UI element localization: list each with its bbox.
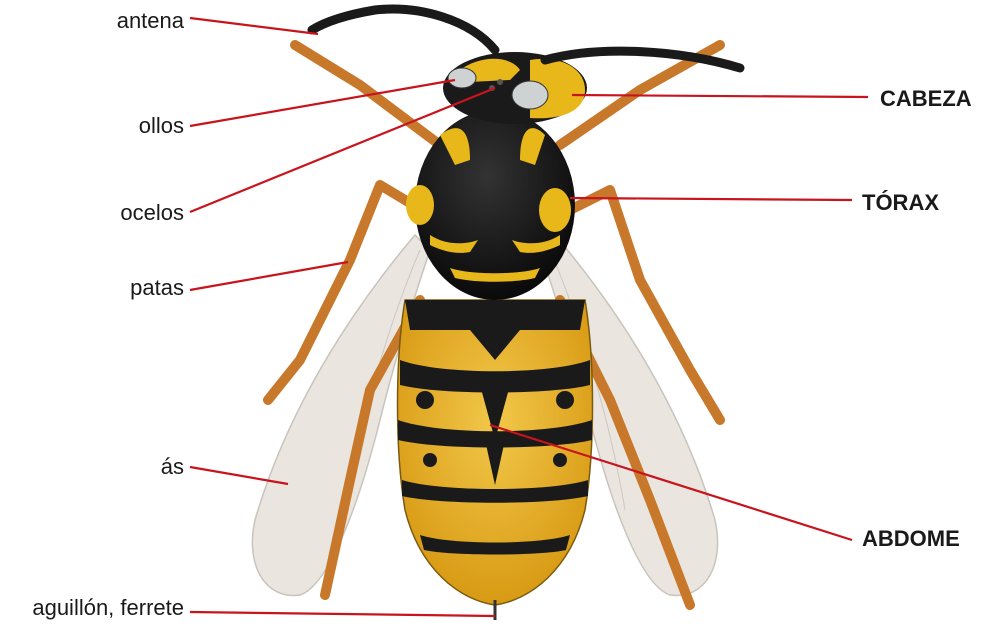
label-cabeza: CABEZA bbox=[880, 88, 972, 110]
leader-ollos bbox=[190, 80, 455, 126]
head bbox=[443, 52, 587, 124]
label-aguillon-ferrete: aguillón, ferrete bbox=[32, 597, 184, 619]
leader-patas bbox=[190, 262, 348, 290]
label-ollos: ollos bbox=[139, 115, 184, 137]
label-patas: patas bbox=[130, 277, 184, 299]
label-torax: TÓRAX bbox=[862, 192, 939, 214]
label-as: ás bbox=[161, 456, 184, 478]
leader-aguillon bbox=[190, 612, 495, 616]
label-antena: antena bbox=[117, 10, 184, 32]
label-ocelos: ocelos bbox=[120, 202, 184, 224]
label-abdome: ABDOME bbox=[862, 528, 960, 550]
leader-cabeza bbox=[572, 95, 868, 97]
abdomen bbox=[398, 300, 593, 620]
leader-antena bbox=[190, 18, 318, 34]
antenna-left bbox=[312, 9, 495, 50]
